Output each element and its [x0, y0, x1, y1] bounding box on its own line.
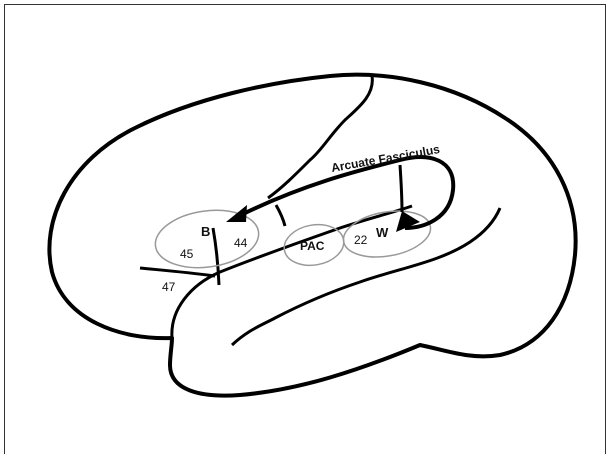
wernicke-label: W — [376, 225, 389, 240]
area-47-label: 47 — [162, 280, 176, 294]
frontal-line — [140, 268, 215, 276]
superior-temporal-sulcus — [232, 208, 500, 345]
pac-label: PAC — [300, 239, 325, 253]
central-sulcus — [268, 76, 372, 198]
brain-outline — [49, 75, 575, 396]
arrowhead-broca — [226, 205, 247, 222]
precentral-sulcus — [276, 205, 285, 226]
area-22-label: 22 — [354, 233, 368, 247]
broca-label: B — [201, 224, 210, 239]
area-44-label: 44 — [234, 236, 248, 250]
wernicke-connector — [400, 165, 402, 212]
arcuate-fasciculus-label: Arcuate Fasciculus — [330, 142, 441, 175]
area-45-label: 45 — [180, 247, 194, 261]
